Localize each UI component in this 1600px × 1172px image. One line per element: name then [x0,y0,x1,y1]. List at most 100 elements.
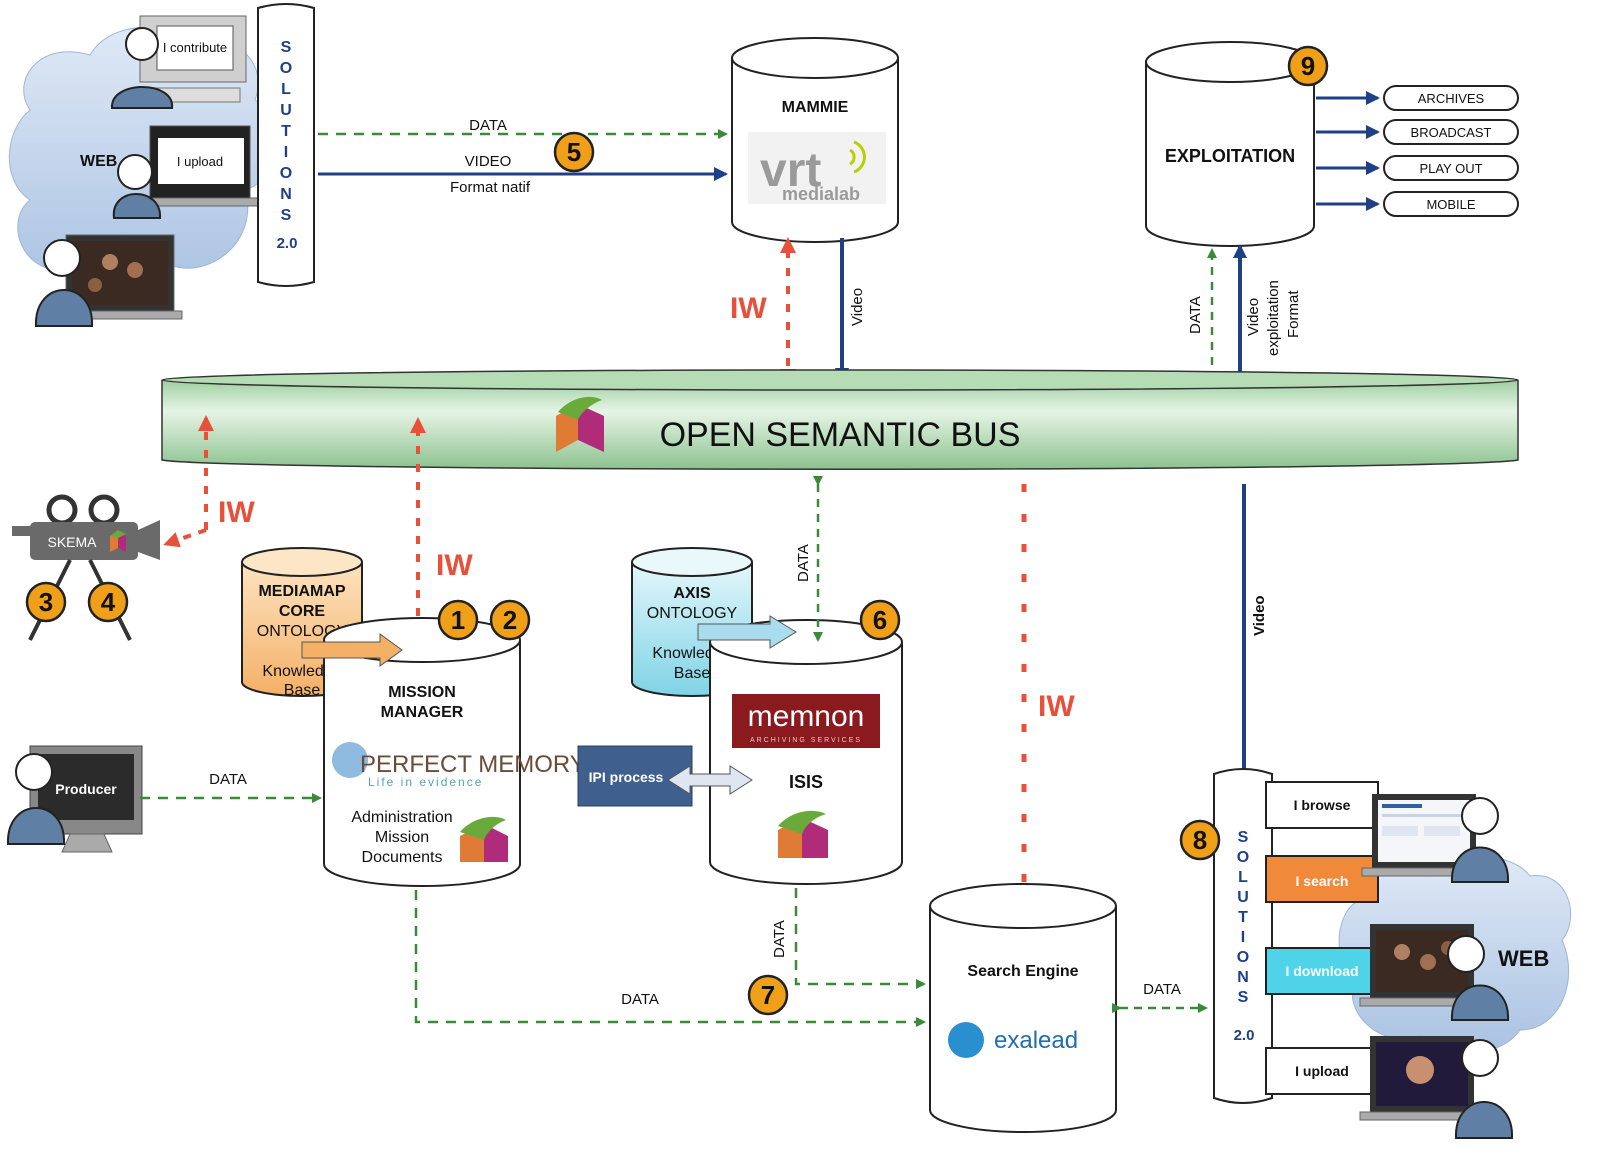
solutions-letter: T [1238,909,1248,926]
bus-title: OPEN SEMANTIC BUS [660,416,1021,454]
isis-database: memnon ARCHIVING SERVICES ISIS [709,619,903,885]
user-head [117,154,153,190]
step-badge-label-2: 2 [503,605,517,635]
user-head [1447,935,1485,973]
output-mobile [1383,191,1519,217]
solutions-letter: I [284,144,288,161]
top-solutions-version: 2.0 [277,235,298,252]
mission-title-2: MANAGER [381,704,464,721]
action-search-box[interactable] [1265,855,1379,903]
step-badge-8 [1179,819,1221,861]
solutions-letter: N [1237,969,1249,986]
solutions-letter: L [281,81,291,98]
memnon-logo: memnon [748,700,865,733]
bottom-solutions-version: 2.0 [1234,1027,1255,1044]
iw-label-search: IW [1038,690,1075,723]
perfect-memory-logo: PERFECT MEMORY [360,751,586,778]
video-exploitation-l2: exploitation [1265,280,1282,356]
step-badge-2 [489,599,531,641]
solutions-letter: S [1238,829,1249,846]
mission-manager-database: MISSION MANAGER PERFECT MEMORY Life in e… [323,617,586,887]
mission-content-3: Documents [362,849,443,866]
step-badge-1 [437,599,479,641]
ipi-exchange-arrow [667,765,753,795]
video-label-top: VIDEO [465,153,512,170]
action-upload-box[interactable] [1265,1047,1379,1095]
solutions-letter: O [1237,949,1249,966]
iw-label-mission: IW [436,549,473,582]
step-badge-label-6: 6 [873,605,887,635]
solutions-letter: O [280,165,292,182]
iw-label-mammie: IW [730,292,767,325]
mammie-title: MAMMIE [782,99,849,116]
exploitation-database: EXPLOITATION [1145,41,1315,247]
user-body [1450,984,1510,1021]
bottom-web-label: WEB [1498,946,1549,971]
axis-line1: AXIS [673,585,711,602]
user-body [6,807,66,845]
step-badge-label-8: 8 [1193,825,1207,855]
cube-icon [556,396,604,452]
user-body [110,86,174,109]
data-label-mission-search: DATA [621,991,659,1008]
action-download-box[interactable] [1265,947,1379,995]
ipi-process-box [577,745,693,807]
data-label-producer: DATA [209,771,247,788]
user-head [1461,797,1499,835]
producer-label: Producer [55,781,117,797]
user-head [43,239,81,277]
user-body [1454,1101,1514,1139]
solutions-letter: O [280,60,292,77]
top-web-label: WEB [80,153,117,170]
producer-workstation: Producer [6,745,143,853]
isis-title: ISIS [789,772,823,792]
mission-content-2: Mission [375,829,429,846]
mammie-database: MAMMIE vrt medialab [731,37,899,243]
iw-label-skema: IW [218,496,255,529]
cube-icon [778,810,828,858]
bottom-actions: I browse I search I download I upload [1265,781,1379,1095]
action-browse[interactable]: I browse [1294,797,1351,813]
memnon-tagline: ARCHIVING SERVICES [750,737,862,744]
output-broadcast-label: BROADCAST [1411,125,1492,140]
mediamap-line2: CORE [279,603,326,620]
data-flow-isis-search [794,888,926,989]
video-label-mammie: Video [849,288,866,326]
user-head [125,27,159,61]
mediamap-line1: MEDIAMAP [258,583,345,600]
data-label-isis: DATA [795,544,812,582]
search-engine-database: Search Engine exalead [929,883,1117,1133]
step-badge-label-7: 7 [761,980,775,1010]
solutions-letter: S [281,207,292,224]
action-download[interactable]: I download [1285,963,1358,979]
search-engine-title: Search Engine [967,963,1078,980]
step-badge-4 [87,581,129,623]
solutions-letter: L [1238,869,1248,886]
open-semantic-bus: OPEN SEMANTIC BUS [161,369,1519,470]
action-contribute[interactable]: I contribute [163,40,227,55]
action-upload-bottom[interactable]: I upload [1295,1063,1349,1079]
viewer-laptop [34,234,183,327]
exploitation-title: EXPLOITATION [1165,146,1295,166]
output-archives [1383,85,1519,111]
output-broadcast [1383,119,1519,145]
perfect-memory-tagline: Life in evidence [368,775,483,789]
solutions-letter: S [281,39,292,56]
iw-flow-skema-h [163,528,207,548]
mission-content-1: Administration [351,809,452,826]
solutions-letter: N [280,186,292,203]
axis-kb2: Base [674,665,711,682]
axis-line2: ONTOLOGY [647,605,738,622]
user-body [112,193,162,219]
upload-laptop [1359,1036,1514,1139]
cube-icon [460,816,508,862]
solutions-letter: U [1237,889,1249,906]
action-upload-top[interactable]: I upload [177,154,223,169]
step-badge-7 [747,974,789,1016]
output-playout-label: PLAY OUT [1419,161,1482,176]
solutions-letter: S [1238,989,1249,1006]
action-search[interactable]: I search [1296,873,1349,889]
solutions-letter: I [1241,929,1245,946]
